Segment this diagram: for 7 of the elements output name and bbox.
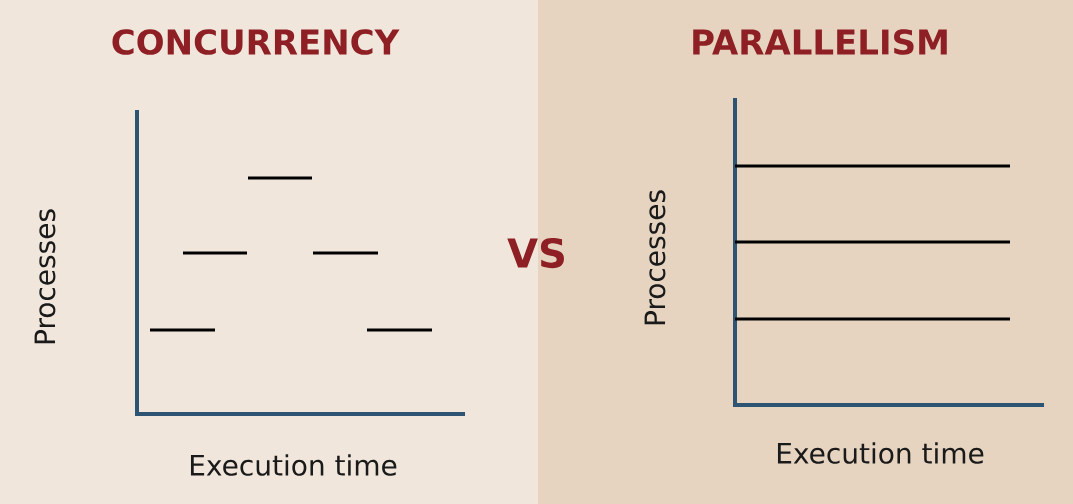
vs-heading: VS: [507, 237, 564, 269]
panel-heading: CONCURRENCY: [112, 29, 400, 55]
axis-label: Processes: [644, 190, 666, 325]
axis-label: Execution time: [777, 442, 984, 464]
panel-heading: PARALLELISM: [693, 29, 947, 55]
axis-label: Execution time: [190, 454, 397, 476]
axis-label: Processes: [34, 209, 56, 344]
